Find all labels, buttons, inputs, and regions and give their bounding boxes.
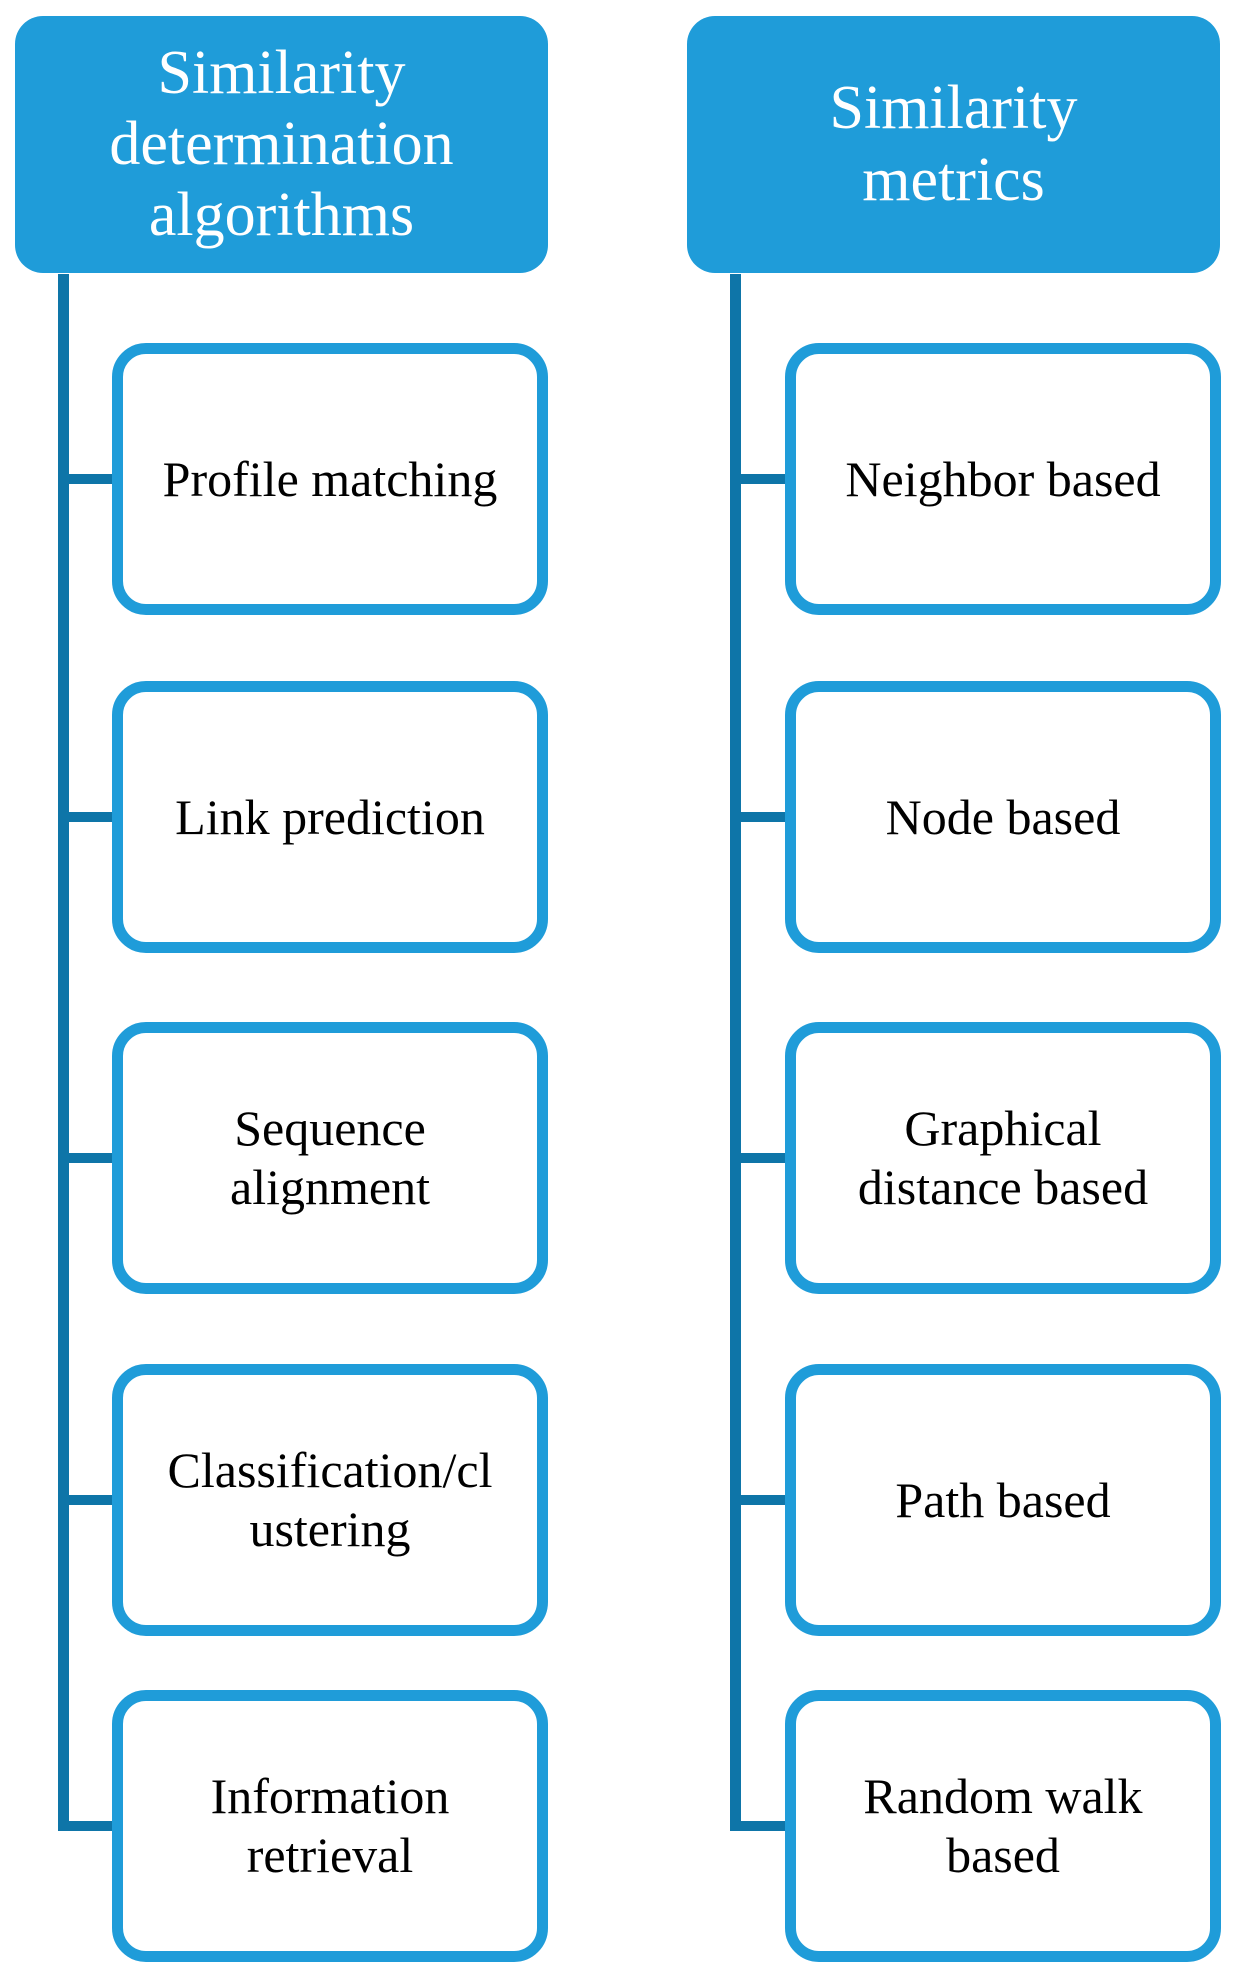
node-label: Path based xyxy=(895,1471,1111,1528)
node-graphical-distance-based: Graphical distance based xyxy=(785,1022,1221,1294)
connector-stub xyxy=(58,1821,124,1831)
node-label: Random walk based xyxy=(863,1768,1143,1883)
node-classification-clustering: Classification/cl ustering xyxy=(112,1364,548,1636)
node-link-prediction: Link prediction xyxy=(112,681,548,953)
connector-stub xyxy=(58,1495,124,1505)
node-information-retrieval: Information retrieval xyxy=(112,1690,548,1962)
node-path-based: Path based xyxy=(785,1364,1221,1636)
node-neighbor-based: Neighbor based xyxy=(785,343,1221,615)
connector-stub xyxy=(730,1153,796,1163)
node-label: Link prediction xyxy=(175,788,485,845)
node-label: Classification/cl ustering xyxy=(167,1442,493,1557)
connector-trunk xyxy=(58,274,69,1831)
connector-stub xyxy=(730,1821,796,1831)
node-random-walk-based: Random walk based xyxy=(785,1690,1221,1962)
connector-stub xyxy=(730,1495,796,1505)
node-label: Graphical distance based xyxy=(857,1100,1149,1215)
node-label: Sequence alignment xyxy=(230,1100,430,1215)
node-sequence-alignment: Sequence alignment xyxy=(112,1022,548,1294)
header-similarity-determination-algorithms: Similarity determination algorithms xyxy=(15,16,548,273)
connector-stub xyxy=(58,1153,124,1163)
node-label: Neighbor based xyxy=(845,450,1161,507)
connector-stub xyxy=(58,812,124,822)
connector-stub xyxy=(730,812,796,822)
header-similarity-metrics: Similarity metrics xyxy=(687,16,1220,273)
connector-stub xyxy=(730,474,796,484)
node-profile-matching: Profile matching xyxy=(112,343,548,615)
header-label: Similarity determination algorithms xyxy=(109,38,454,250)
connector-stub xyxy=(58,474,124,484)
node-label: Node based xyxy=(885,788,1121,845)
node-node-based: Node based xyxy=(785,681,1221,953)
node-label: Information retrieval xyxy=(210,1768,450,1883)
connector-trunk xyxy=(730,274,741,1831)
header-label: Similarity metrics xyxy=(829,74,1078,214)
node-label: Profile matching xyxy=(162,450,498,507)
